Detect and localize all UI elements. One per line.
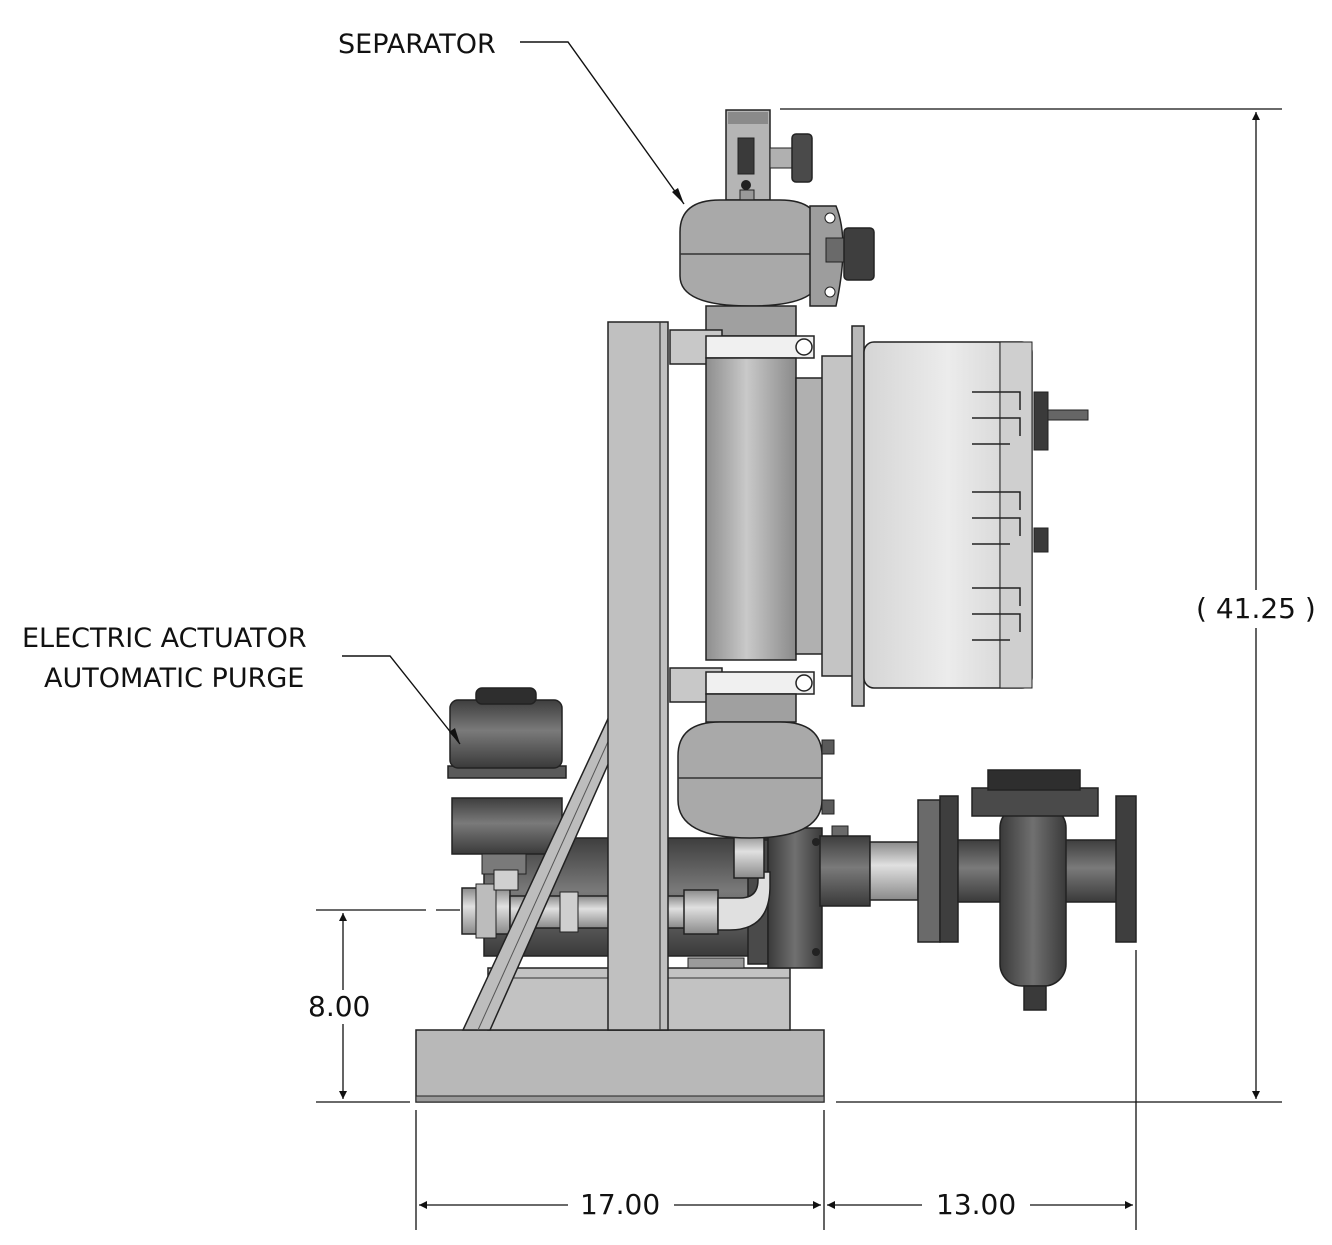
- strainer-offset-dimension: 13.00: [936, 1188, 1017, 1221]
- separator-leader: [520, 41, 685, 205]
- base-width-dimension: 17.00: [580, 1188, 661, 1221]
- dimension-lines: [316, 108, 1282, 1230]
- control-enclosure: [795, 325, 1089, 707]
- actuator-callout-line2: AUTOMATIC PURGE: [44, 663, 305, 694]
- inlet-height-dimension: 8.00: [308, 990, 371, 1023]
- frame-post: [607, 321, 669, 1031]
- discharge-strainer: [819, 769, 1137, 1011]
- separator-callout: SEPARATOR: [338, 29, 496, 60]
- leader-lines: [342, 41, 685, 745]
- actuator-leader: [342, 655, 461, 745]
- electric-actuator: [447, 687, 567, 891]
- separator-vessel: [669, 109, 875, 839]
- overall-height-dimension: ( 41.25 ): [1196, 592, 1316, 625]
- base-skid: [415, 967, 825, 1103]
- actuator-callout-line1: ELECTRIC ACTUATOR: [22, 623, 307, 654]
